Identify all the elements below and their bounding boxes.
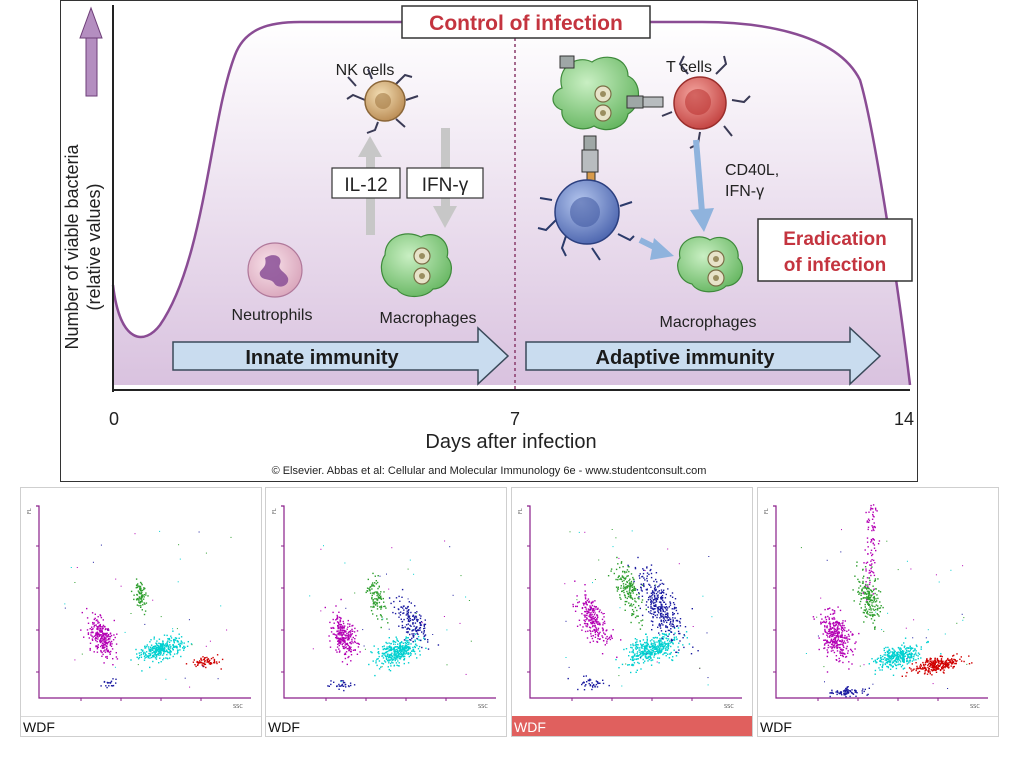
neutrophil-icon bbox=[247, 242, 303, 298]
ssc-axis-label: SSC bbox=[478, 704, 488, 710]
lymphocyte-cluster bbox=[80, 607, 119, 666]
eosinophil-cluster bbox=[901, 653, 973, 677]
scatter-noise bbox=[309, 540, 472, 683]
y-axis-up-arrow-icon bbox=[79, 6, 103, 97]
ssc-axis-label: SSC bbox=[233, 704, 243, 710]
cd40l-label: CD40L, bbox=[725, 162, 779, 179]
innate-immunity-label: Innate immunity bbox=[245, 347, 399, 369]
neutrophil-cluster bbox=[130, 630, 193, 672]
copyright-credit: © Elsevier. Abbas et al: Cellular and Mo… bbox=[272, 465, 707, 477]
immature-cluster bbox=[567, 675, 610, 691]
activation-arrow-icon bbox=[638, 237, 674, 260]
bacteria-area-fill bbox=[113, 22, 910, 385]
il12-label: IL-12 bbox=[344, 175, 387, 196]
wdf-plot-4: FL SSC WDF bbox=[757, 487, 999, 737]
nk-cells-label: NK cells bbox=[336, 62, 395, 79]
antigen-presenting-macrophage-icon bbox=[552, 55, 644, 151]
wdf-scatter-2: FL SSC bbox=[272, 505, 496, 710]
scatter-noise bbox=[564, 529, 713, 687]
adaptive-immunity-arrow bbox=[525, 326, 882, 386]
wdf-label-2: WDF bbox=[266, 716, 506, 736]
tcr-mhc-bridge bbox=[581, 96, 664, 187]
x-tick-0: 0 bbox=[109, 409, 119, 429]
title-box bbox=[401, 5, 651, 39]
immature-cluster bbox=[327, 680, 356, 692]
scatter-axes bbox=[36, 505, 251, 699]
scatter-axes bbox=[527, 505, 742, 699]
macrophage-innate-icon bbox=[380, 233, 452, 298]
macrophages-adaptive-label: Macrophages bbox=[660, 314, 757, 331]
ifng-box bbox=[406, 167, 484, 199]
diagram-title: Control of infection bbox=[429, 12, 623, 35]
activated-t-cell-icon bbox=[537, 179, 635, 261]
adaptive-immunity-label: Adaptive immunity bbox=[596, 347, 776, 369]
ssc-axis-label: SSC bbox=[970, 704, 980, 710]
fl-axis-label: FL bbox=[518, 508, 524, 514]
t-cell-icon bbox=[661, 55, 751, 149]
lymphocyte-cluster bbox=[812, 606, 860, 673]
y-axis-label-line2: (relative values) bbox=[84, 183, 104, 310]
scatter-axes bbox=[773, 505, 988, 699]
eradication-box bbox=[757, 218, 913, 282]
immature-cluster bbox=[100, 678, 117, 689]
scatter-axes bbox=[281, 505, 496, 699]
neutrophil-cluster bbox=[615, 627, 691, 674]
innate-immunity-arrow bbox=[172, 326, 510, 386]
wdf-label-4: WDF bbox=[758, 716, 998, 736]
cd40l-ifng-label: IFN-γ bbox=[725, 183, 764, 200]
wdf-plot-3: FL SSC WDF bbox=[511, 487, 753, 737]
wdf-scatter-4: FL SSC bbox=[764, 504, 988, 710]
macrophages-innate-label: Macrophages bbox=[380, 310, 477, 327]
monocyte-cluster bbox=[365, 572, 389, 629]
t-cells-label: T cells bbox=[666, 59, 712, 76]
macrophage-adaptive-icon bbox=[677, 236, 743, 293]
scatter-noise bbox=[64, 530, 232, 688]
wdf-scatter-1: FL SSC bbox=[27, 505, 251, 710]
fl-axis-label: FL bbox=[272, 508, 278, 514]
eradication-label-line2: of infection bbox=[784, 255, 886, 276]
lymphocyte-cluster bbox=[862, 504, 881, 601]
monocyte-cluster bbox=[852, 561, 884, 630]
wdf-plot-1: FL SSC WDF bbox=[20, 487, 262, 737]
ifng-label: IFN-γ bbox=[422, 175, 469, 196]
immature-cluster bbox=[829, 686, 870, 698]
cd40l-arrow-icon bbox=[690, 139, 714, 232]
scatter-noise bbox=[800, 529, 968, 689]
monocyte-cluster bbox=[607, 556, 647, 630]
x-tick-7: 7 bbox=[510, 409, 520, 429]
y-axis-label-line1: Number of viable bacteria bbox=[62, 143, 82, 349]
immature-cluster bbox=[388, 588, 440, 650]
nk-cell-icon bbox=[346, 68, 419, 134]
fl-axis-label: FL bbox=[764, 508, 770, 514]
monocyte-cluster bbox=[130, 578, 149, 616]
fl-axis-label: FL bbox=[27, 508, 33, 514]
bacteria-curve bbox=[111, 20, 912, 386]
il12-box bbox=[331, 167, 401, 199]
neutrophil-cluster bbox=[368, 629, 427, 677]
neutrophil-cluster bbox=[868, 637, 942, 676]
wdf-label-1: WDF bbox=[21, 716, 261, 736]
infection-timeline-diagram: Control of infection Number of viable ba… bbox=[60, 0, 918, 482]
wdf-scatter-3: FL SSC bbox=[518, 505, 742, 710]
wdf-label-3: WDF bbox=[512, 716, 752, 736]
eosinophil-cluster bbox=[185, 654, 224, 670]
x-tick-14: 14 bbox=[894, 409, 914, 429]
x-axis-label: Days after infection bbox=[425, 431, 596, 453]
ssc-axis-label: SSC bbox=[724, 704, 734, 710]
immature-cluster bbox=[627, 556, 699, 655]
lymphocyte-cluster bbox=[324, 598, 361, 666]
neutrophils-label: Neutrophils bbox=[232, 307, 313, 324]
wdf-plot-2: FL SSC WDF bbox=[265, 487, 507, 737]
eradication-label-line1: Eradication bbox=[783, 229, 886, 250]
lymphocyte-cluster bbox=[572, 580, 622, 658]
